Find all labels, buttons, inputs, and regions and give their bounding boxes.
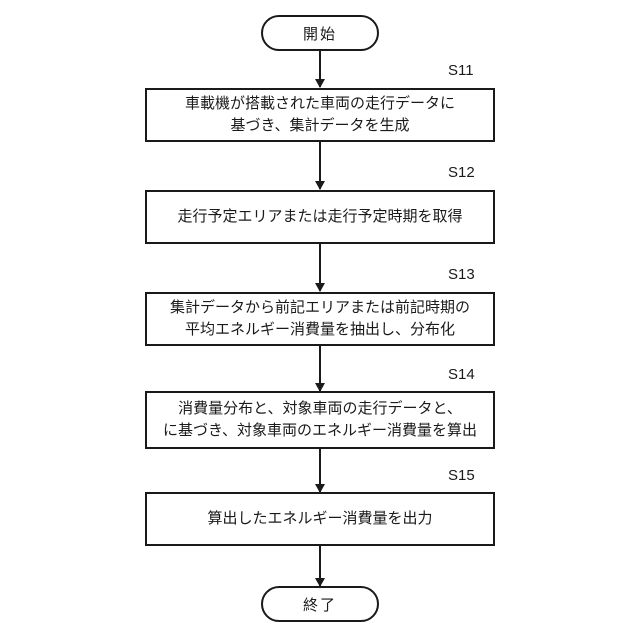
arrow-s12-to-s13 [315, 244, 325, 292]
process-text-s14: 消費量分布と、対象車両の走行データと、 に基づき、対象車両のエネルギー消費量を算… [163, 400, 477, 439]
start-terminal-label: 開始 [302, 25, 337, 43]
process-text-s13: 集計データから前記エリアまたは前記時期の 平均エネルギー消費量を抽出し、分布化 [169, 299, 470, 338]
process-text-s15: 算出したエネルギー消費量を出力 [207, 510, 433, 528]
process-box-s13: 集計データから前記エリアまたは前記時期の 平均エネルギー消費量を抽出し、分布化 [145, 292, 495, 346]
process-text-s12: 走行予定エリアまたは走行予定時期を取得 [177, 208, 463, 226]
process-box-s12: 走行予定エリアまたは走行予定時期を取得 [145, 190, 495, 244]
step-label-s11: S11 [448, 62, 474, 79]
process-box-s14: 消費量分布と、対象車両の走行データと、 に基づき、対象車両のエネルギー消費量を算… [145, 391, 495, 449]
arrow-s11-to-s12 [315, 142, 325, 190]
process-box-s15: 算出したエネルギー消費量を出力 [145, 492, 495, 546]
process-text-s11: 車載機が搭載された車両の走行データに 基づき、集計データを生成 [184, 95, 455, 134]
arrow-s13-to-s14 [315, 346, 325, 392]
arrow-start-to-s11 [315, 51, 325, 88]
arrow-s15-to-end [315, 546, 325, 587]
end-terminal-label: 終了 [302, 596, 337, 614]
arrow-s14-to-s15 [315, 449, 325, 493]
end-terminal: 終了 [261, 586, 379, 622]
step-label-s14: S14 [448, 366, 475, 383]
start-terminal: 開始 [261, 15, 379, 51]
step-label-s15: S15 [448, 467, 475, 484]
step-label-s12: S12 [448, 164, 475, 181]
process-box-s11: 車載機が搭載された車両の走行データに 基づき、集計データを生成 [145, 88, 495, 142]
step-label-s13: S13 [448, 266, 475, 283]
